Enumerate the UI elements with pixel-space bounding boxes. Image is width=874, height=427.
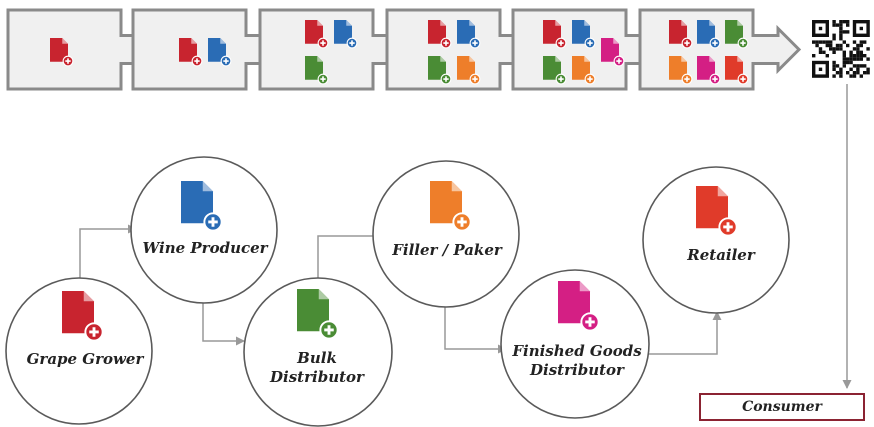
document-icon-magenta [697,56,721,85]
arrow-wine-to-bulk [202,298,245,346]
finished-goods-distributor-label: Finished Goods Distributor [512,342,642,379]
filler-paker-label: Filler / Paker [392,241,502,259]
finished-goods-distributor-node [500,269,650,419]
retailer-label: Retailer [687,246,755,264]
document-icon-blue [572,20,596,49]
bulk-distributor-label: Bulk Distributor [270,349,364,386]
document-icon-red [428,20,452,49]
flow-connectors [79,84,852,389]
grape-grower-document-icon [62,291,104,342]
filler-paker-node [372,160,520,308]
filler-paker-document-icon [430,181,472,232]
document-icon-blue [208,38,232,67]
document-chain [6,8,870,91]
document-icon-green [725,20,749,49]
wine-producer-label: Wine Producer [142,239,268,257]
document-icon-green [543,56,567,85]
consumer-label: Consumer [742,399,822,415]
actor-nodes [5,156,790,427]
document-icon-orange [669,56,693,85]
wine-producer-node [130,156,278,304]
document-icon-blue [697,20,721,49]
document-icon-magenta [601,38,625,67]
retailer-node [642,166,790,314]
arrow-finished-to-retailer [645,311,722,355]
retailer-document-icon [696,186,738,237]
arrow-grape-to-wine [79,224,137,283]
document-icon-blue [457,20,481,49]
document-icon-red [305,20,329,49]
document-icon-green [305,56,329,85]
document-icon-red [179,38,203,67]
finished-goods-distributor-document-icon [558,281,600,332]
document-icon-retail_red [725,56,749,85]
grape-grower-label: Grape Grower [26,350,144,368]
consumer-box: Consumer [699,393,865,421]
bulk-distributor-node [243,277,393,427]
arrow-bulk-to-filler [317,231,383,283]
document-icon-orange [457,56,481,85]
document-icon-blue [334,20,358,49]
document-icon-red [543,20,567,49]
wine-producer-document-icon [181,181,223,232]
arrow-filler-to-finished [444,297,507,354]
document-icon-green [428,56,452,85]
bulk-distributor-document-icon [297,289,339,340]
qr-code-icon [812,20,870,78]
document-icon-orange [572,56,596,85]
grape-grower-node [5,277,153,425]
document-icon-red [50,38,74,67]
document-icon-red [669,20,693,49]
